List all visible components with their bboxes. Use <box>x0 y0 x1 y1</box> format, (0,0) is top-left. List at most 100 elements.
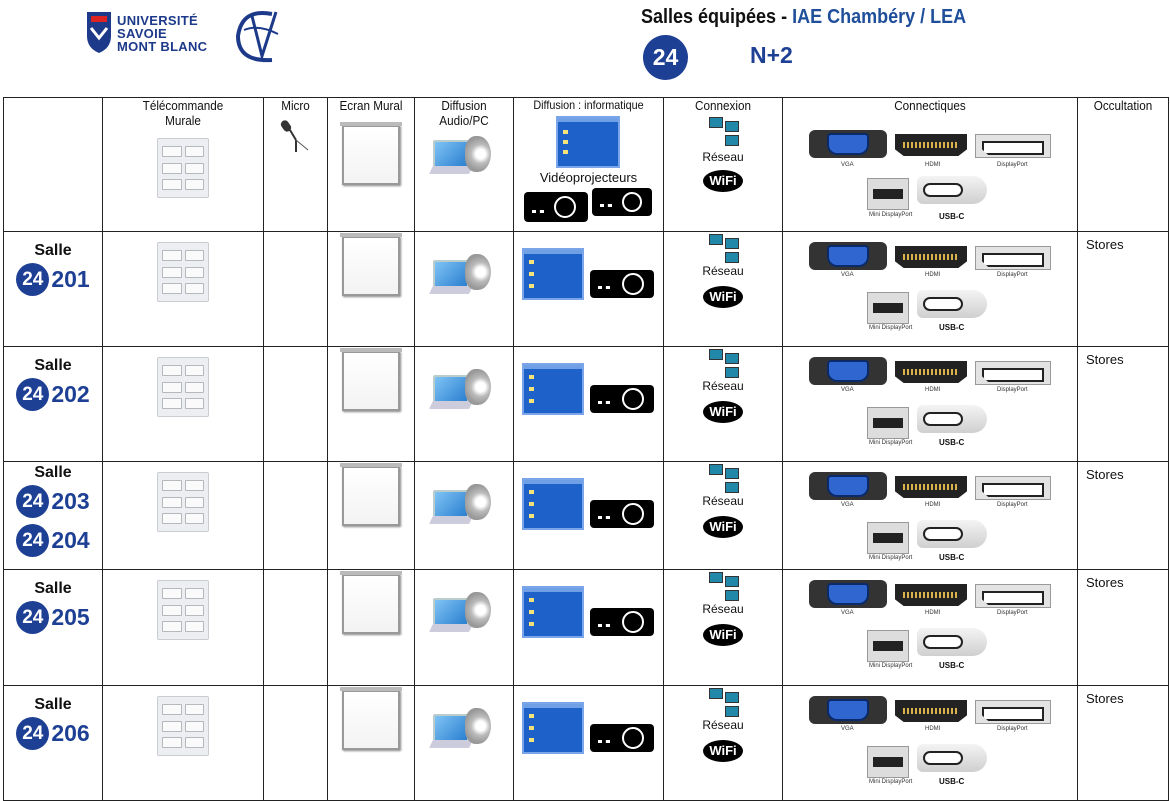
occultation-value: Stores <box>1086 237 1124 252</box>
microphone-icon <box>280 120 309 152</box>
col-occultation: Occultation <box>1077 97 1169 232</box>
room-number: 205 <box>51 604 90 630</box>
screen-cell <box>327 346 415 462</box>
informatique-cell <box>513 231 664 347</box>
audio-cell <box>414 346 514 462</box>
computer-desktop-icon <box>556 116 620 168</box>
remote-cell <box>102 685 264 801</box>
videoprojecteurs-label: Vidéoprojecteurs <box>539 170 638 185</box>
col-informatique-label: Diffusion : informatique <box>533 98 644 112</box>
col-micro-label: Micro <box>281 98 310 113</box>
hdmi-port-icon <box>895 246 967 268</box>
reseau-label: Réseau <box>702 494 744 508</box>
usbc-port-icon <box>917 628 987 656</box>
remote-icon <box>157 472 209 532</box>
speaker-icon <box>465 254 491 290</box>
wifi-icon: WiFi <box>703 740 743 762</box>
room-row: Salle 24 203 24 204 Réseau WiFi VG <box>3 461 1169 570</box>
projection-screen-icon <box>342 351 400 411</box>
vga-label: VGA <box>841 162 854 168</box>
room-row: Salle 24 202 Réseau WiFi VGA HDMI <box>3 346 1169 462</box>
col-occultation-label: Occultation <box>1093 98 1153 113</box>
projector-icon <box>590 385 654 413</box>
col-audio-label: Diffusion Audio/PC <box>439 98 489 128</box>
room-row: Salle 24 206 Réseau WiFi VGA HDMI <box>3 685 1169 801</box>
displayport-icon <box>975 134 1051 158</box>
building-badge-small: 24 <box>16 485 50 518</box>
usbc-label: USB-C <box>939 777 965 786</box>
computer-desktop-icon <box>522 702 584 754</box>
salle-label: Salle <box>34 696 72 713</box>
occultation-cell: Stores <box>1077 461 1169 570</box>
projector-icon <box>590 500 654 528</box>
mini-displayport-icon <box>867 522 909 554</box>
remote-icon <box>157 580 209 640</box>
vga-port-icon <box>809 130 887 158</box>
micro-cell <box>263 346 328 462</box>
cv-monogram-logo <box>235 11 279 63</box>
room-number-line: 24 202 <box>4 378 102 411</box>
room-number: 204 <box>51 527 90 553</box>
room-number-line: 24 204 <box>4 524 102 557</box>
projection-screen-icon <box>342 466 400 526</box>
screen-cell <box>327 231 415 347</box>
displayport-label: DisplayPort <box>997 272 1028 278</box>
displayport-icon <box>975 246 1051 270</box>
room-number-line: 24 203 <box>4 485 102 518</box>
col-connexion-label: Connexion <box>695 98 751 113</box>
remote-cell <box>102 231 264 347</box>
col-ecran-label: Ecran Mural <box>339 98 403 113</box>
connexion-cell: Réseau WiFi <box>663 569 783 686</box>
audio-cell <box>414 231 514 347</box>
room-cell: Salle 24 201 <box>3 231 103 347</box>
hdmi-label: HDMI <box>925 272 941 278</box>
remote-cell <box>102 569 264 686</box>
room-number-line: 24 205 <box>4 601 102 634</box>
usmb-line-2: SAVOIE <box>117 26 167 41</box>
laptop-icon <box>429 140 477 176</box>
hdmi-label: HDMI <box>925 502 941 508</box>
hdmi-port-icon <box>895 476 967 498</box>
speaker-icon <box>465 369 491 405</box>
displayport-label: DisplayPort <box>997 726 1028 732</box>
usbc-label: USB-C <box>939 553 965 562</box>
mini-displayport-label: Mini DisplayPort <box>869 325 913 331</box>
remote-icon <box>157 696 209 756</box>
title-sub: IAE Chambéry / LEA <box>792 6 967 28</box>
connectiques-cell: VGA HDMI DisplayPort Mini DisplayPort US… <box>782 685 1078 801</box>
vga-port-icon <box>809 580 887 608</box>
connectiques-cell: VGA HDMI DisplayPort Mini DisplayPort US… <box>782 569 1078 686</box>
informatique-cell <box>513 569 664 686</box>
usmb-logo: UNIVERSITÉ SAVOIE MONT BLANC <box>85 8 225 64</box>
mini-displayport-label: Mini DisplayPort <box>869 555 913 561</box>
room-row: Salle 24 205 Réseau WiFi VGA HDMI <box>3 569 1169 686</box>
col-telecommande: Télécommande Murale <box>102 97 264 232</box>
room-cell: Salle 24 202 <box>3 346 103 462</box>
displayport-icon <box>975 476 1051 500</box>
mini-displayport-icon <box>867 178 909 210</box>
connectiques-cell: VGA HDMI DisplayPort Mini DisplayPort US… <box>782 346 1078 462</box>
computer-desktop-icon <box>522 478 584 530</box>
computer-desktop-icon <box>522 248 584 300</box>
room-number: 201 <box>51 266 90 292</box>
computer-desktop-icon <box>522 363 584 415</box>
hdmi-port-icon <box>895 361 967 383</box>
header-corner <box>3 97 103 232</box>
projector-icon <box>590 270 654 298</box>
remote-cell <box>102 346 264 462</box>
col-telecommande-label: Télécommande Murale <box>142 98 224 128</box>
connexion-cell: Réseau WiFi <box>663 231 783 347</box>
usmb-line-3: MONT BLANC <box>117 39 208 54</box>
displayport-label: DisplayPort <box>997 162 1028 168</box>
room-number-line: 24 201 <box>4 263 102 296</box>
network-icon <box>701 117 745 149</box>
occultation-value: Stores <box>1086 575 1124 590</box>
mini-displayport-label: Mini DisplayPort <box>869 440 913 446</box>
usmb-line-1: UNIVERSITÉ <box>117 13 199 28</box>
mini-displayport-label: Mini DisplayPort <box>869 212 913 218</box>
laptop-icon <box>429 598 477 634</box>
col-connexion: Connexion Réseau WiFi <box>663 97 783 232</box>
screen-cell <box>327 569 415 686</box>
audio-cell <box>414 685 514 801</box>
usbc-port-icon <box>917 520 987 548</box>
